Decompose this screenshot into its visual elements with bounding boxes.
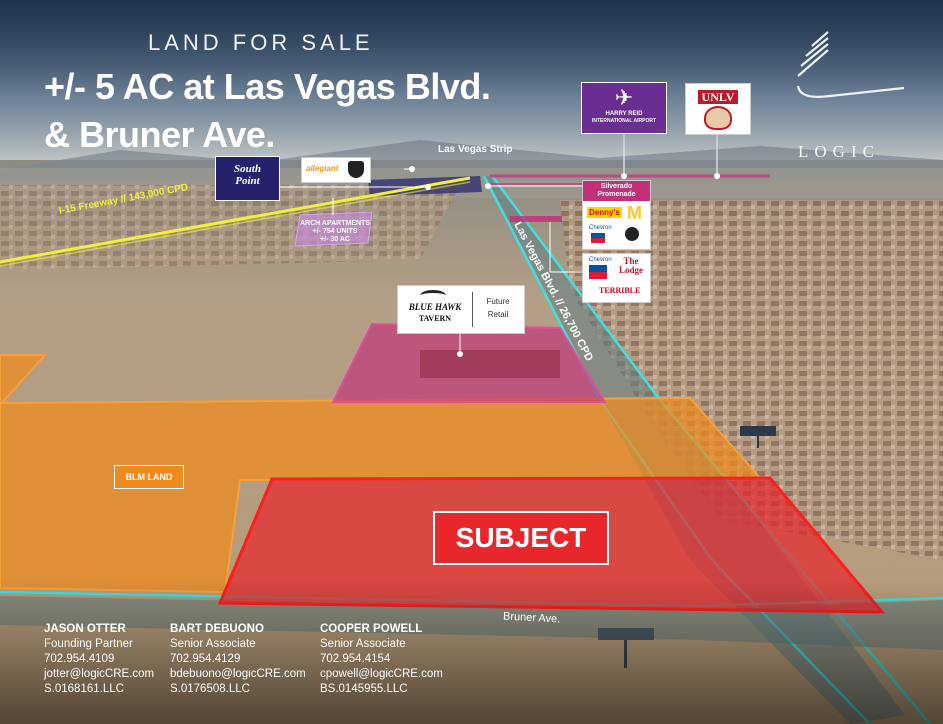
- chevron-icon-1: [591, 233, 605, 243]
- label-subject: SUBJECT: [433, 511, 609, 565]
- restaurant-icon: [625, 227, 639, 241]
- arch-label-line2: +/- 754 UNITS: [312, 228, 358, 235]
- unlv-mascot-icon: [704, 106, 732, 130]
- contact-title: Founding Partner: [44, 638, 133, 650]
- lodge-line1: The: [623, 256, 639, 266]
- hawk-icon: [420, 290, 446, 301]
- south-point-line1: South: [234, 163, 261, 175]
- chevron-logo-1: Chevron: [589, 225, 612, 231]
- airport-line2: INTERNATIONAL AIRPORT: [591, 118, 657, 124]
- logo-allegiant-raiders: allegiant: [301, 157, 371, 183]
- headline-title-line2: & Bruner Ave.: [44, 114, 275, 155]
- blue-hawk-line1: BLUE HAWK: [408, 302, 462, 312]
- contact-card-bart-debuono: BART DEBUONO Senior Associate 702.954.41…: [170, 622, 306, 697]
- future-retail-line2: Retail: [487, 310, 509, 319]
- contact-license: BS.0145955.LLC: [320, 683, 408, 695]
- mcdonalds-icon: M: [627, 203, 642, 223]
- south-point-line2: Point: [235, 175, 260, 187]
- headline-title-line1: +/- 5 AC at Las Vegas Blvd.: [44, 66, 491, 107]
- contact-name: JASON OTTER: [44, 623, 126, 635]
- contact-license: S.0176508.LLC: [170, 683, 250, 695]
- contact-email[interactable]: bdebuono@logicCRE.com: [170, 668, 306, 680]
- contact-license: S.0168161.LLC: [44, 683, 124, 695]
- blm-land-text: BLM LAND: [125, 472, 173, 482]
- allegiant-text: allegiant: [306, 164, 339, 173]
- dennys-logo: Denny's: [587, 207, 622, 218]
- future-retail-line1: Future: [486, 297, 510, 306]
- headline-tagline: LAND FOR SALE: [148, 30, 374, 55]
- unlv-text: UNLV: [698, 90, 738, 104]
- logo-unlv: UNLV: [685, 83, 751, 135]
- contact-phone[interactable]: 702.954.4129: [170, 653, 241, 665]
- logo-silverado-promenade: Silverado Promenade Denny's M Chevron: [582, 180, 651, 250]
- lodge-line2: Lodge: [618, 265, 643, 275]
- divider: [472, 292, 473, 327]
- contact-name: BART DEBUONO: [170, 623, 264, 635]
- logo-airport: ✈ HARRY REID INTERNATIONAL AIRPORT: [581, 82, 667, 134]
- contact-phone[interactable]: 702.954.4154: [320, 653, 391, 665]
- logo-south-point: South Point: [215, 156, 280, 201]
- chevron-logo-2: Chevron: [589, 257, 612, 263]
- label-las-vegas-strip: Las Vegas Strip: [438, 144, 513, 155]
- contact-card-jason-otter: JASON OTTER Founding Partner 702.954.410…: [44, 622, 154, 697]
- logic-emblem-icon: [796, 31, 905, 98]
- contact-name: COOPER POWELL: [320, 623, 423, 635]
- raiders-shield-icon: [348, 161, 364, 178]
- subject-text: SUBJECT: [455, 522, 587, 553]
- airport-line1: HARRY REID: [605, 111, 643, 117]
- contact-phone[interactable]: 702.954.4109: [44, 653, 115, 665]
- silverado-line2: Promenade: [597, 191, 636, 198]
- the-lodge-logo: The Lodge: [615, 257, 647, 275]
- logo-blue-hawk: BLUE HAWK TAVERN Future Retail: [397, 285, 525, 334]
- arch-label-line3: +/- 30 AC: [320, 236, 350, 243]
- contact-title: Senior Associate: [320, 638, 406, 650]
- chevron-icon-2: [589, 265, 607, 279]
- label-arch-apartments: ARCH APARTMENTS +/- 754 UNITS +/- 30 AC: [300, 220, 370, 244]
- contact-title: Senior Associate: [170, 638, 256, 650]
- logo-chevron-lodge: Chevron The Lodge TERRIBLE: [582, 253, 651, 303]
- brand-name: LOGIC: [798, 142, 880, 161]
- silverado-line1: Silverado: [600, 183, 633, 190]
- label-blm-land: BLM LAND: [114, 465, 184, 489]
- airplane-icon: ✈: [614, 85, 634, 110]
- contact-email[interactable]: cpowell@logicCRE.com: [320, 668, 443, 680]
- terrible-logo: TERRIBLE: [599, 286, 641, 295]
- contact-email[interactable]: jotter@logicCRE.com: [44, 668, 155, 680]
- silverado-header: Silverado Promenade: [583, 181, 650, 201]
- blue-hawk-line2: TAVERN: [418, 314, 452, 323]
- contact-card-cooper-powell: COOPER POWELL Senior Associate 702.954.4…: [320, 622, 443, 697]
- arch-label-line1: ARCH APARTMENTS: [300, 220, 370, 227]
